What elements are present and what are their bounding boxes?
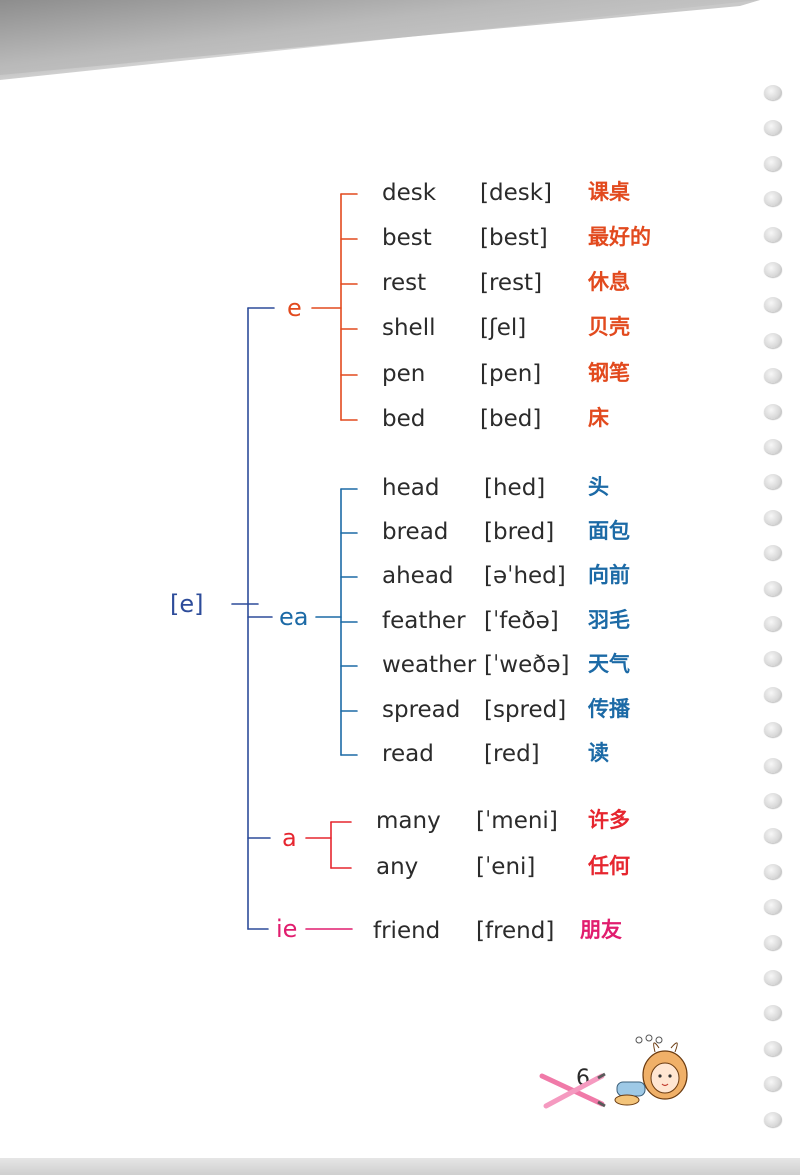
binder-hole-icon [764,686,782,702]
a-word: any [376,854,419,880]
binder-hole-icon [764,120,782,136]
binder-hole-icon [764,439,782,454]
root-phoneme-label: [e] [170,590,204,618]
binder-hole-icon [764,1040,782,1056]
binder-hole-icon [764,651,782,667]
ea-word: feather [382,608,466,634]
e-word: rest [382,270,427,296]
e-word: pen [382,361,426,387]
binder-hole-icon [764,332,782,348]
binder-hole-icon [764,1111,782,1127]
e-meaning: 课桌 [588,180,630,204]
ea-phonetic: [ˈweðə] [484,652,570,678]
ie-meaning: 朋友 [580,918,622,942]
e-phonetic: [pen] [480,361,542,387]
ea-meaning: 羽毛 [588,608,630,632]
ea-meaning: 头 [588,475,609,499]
binder-hole-icon [764,580,782,596]
binder-hole-icon [764,1076,782,1092]
a-meaning: 许多 [588,808,630,832]
ea-word: read [382,741,434,767]
binder-hole-icon [764,899,782,915]
e-phonetic: [rest] [480,270,543,296]
binder-hole-icon [764,474,782,490]
ea-phonetic: [spred] [484,697,567,723]
e-word: best [382,225,432,251]
group-label-ea: ea [279,603,309,631]
e-phonetic: [ʃel] [480,315,527,341]
e-phonetic: [desk] [480,180,552,206]
ea-word: bread [382,519,449,545]
ea-meaning: 传播 [588,697,630,721]
binder-hole-icon [764,85,782,100]
group-label-a: a [282,824,297,852]
binder-hole-icon [764,970,782,985]
a-phonetic: [ˈmeni] [476,808,558,834]
binder-hole-icon [764,863,782,879]
binder-hole-icon [764,297,782,313]
ea-phonetic: [hed] [484,475,546,501]
group-label-e: e [287,294,302,322]
doodle-caption-icon [635,1034,663,1044]
e-meaning: 休息 [588,270,630,294]
binder-hole-icon [764,191,782,207]
ea-phonetic: [bred] [484,519,555,545]
e-meaning: 贝壳 [588,315,630,339]
binder-hole-icon [764,934,782,950]
page-bottom-edge [0,1158,800,1175]
binder-hole-icon [764,509,782,525]
e-meaning: 最好的 [588,225,651,249]
e-word: bed [382,406,426,432]
e-word: desk [382,180,437,206]
ie-phonetic: [frend] [476,918,555,944]
binder-hole-icon [764,1005,782,1021]
binder-hole-icon [764,793,782,808]
group-label-ie: ie [276,915,298,943]
binder-hole-icon [764,828,782,844]
ea-meaning: 读 [588,741,609,765]
binder-hole-icon [764,757,782,773]
crossed-pencils-icon [539,1072,606,1109]
a-phonetic: [ˈeni] [476,854,536,880]
e-phonetic: [bed] [480,406,542,432]
binder-hole-icon [764,545,782,561]
binder-hole-icon [764,722,782,738]
ea-word: head [382,475,440,501]
ea-phonetic: [red] [484,741,540,767]
ie-word: friend [373,918,441,944]
cartoon-girl-icon [614,1034,688,1106]
ea-phonetic: [əˈhed] [484,563,566,589]
ea-meaning: 面包 [588,519,630,543]
a-meaning: 任何 [588,854,630,878]
e-meaning: 床 [588,406,609,430]
binder-hole-icon [764,226,782,242]
binder-hole-icon [764,262,782,277]
ea-word: ahead [382,563,454,589]
e-word: shell [382,315,436,341]
ea-meaning: 向前 [588,563,630,587]
e-meaning: 钢笔 [588,361,630,385]
ea-phonetic: [ˈfeðə] [484,608,559,634]
binder-hole-icon [764,368,782,384]
binder-hole-icon [764,155,782,171]
a-word: many [376,808,441,834]
binder-hole-icon [764,616,782,631]
ea-word: weather [382,652,477,678]
binder-hole-icon [764,403,782,419]
ea-word: spread [382,697,461,723]
ea-meaning: 天气 [588,652,630,676]
e-phonetic: [best] [480,225,548,251]
